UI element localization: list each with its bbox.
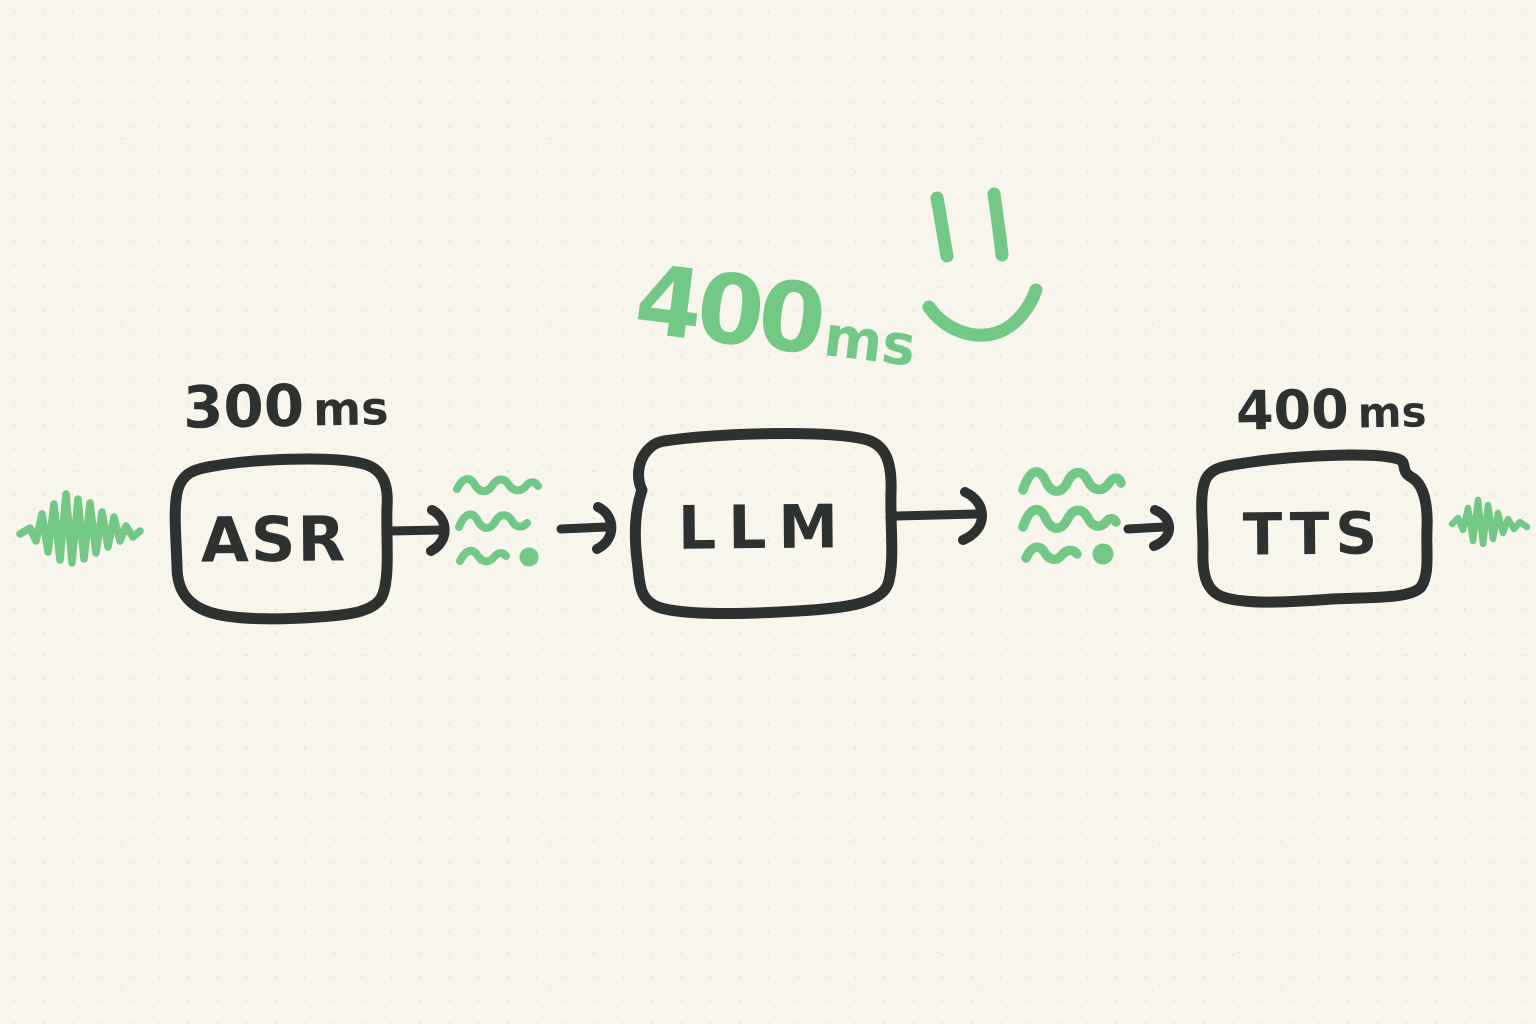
right-arrow-icon — [891, 487, 987, 545]
llm-latency-unit: ms — [820, 304, 920, 380]
right-arrow-icon — [1123, 505, 1175, 551]
asr-box-label: ASR — [200, 502, 348, 577]
tts-latency-value: 400 — [1235, 377, 1350, 443]
asr-latency-unit: ms — [312, 381, 389, 437]
right-arrow-icon — [384, 505, 450, 556]
output-audio-waveform-icon — [1448, 496, 1531, 548]
transcript-squiggle-icon — [1018, 467, 1126, 565]
asr-latency-value: 300 — [182, 371, 305, 442]
asr-latency-label: 300 ms — [182, 371, 389, 442]
llm-latency-value: 400 — [629, 243, 827, 377]
llm-box-label: LLM — [677, 492, 851, 564]
smiley-face-icon — [922, 187, 1043, 342]
input-audio-waveform-icon — [16, 490, 144, 567]
transcript-squiggle-icon — [453, 475, 542, 567]
llm-box — [629, 428, 898, 620]
tts-latency-label: 400 ms — [1235, 377, 1427, 443]
right-arrow-icon — [556, 502, 617, 554]
asr-box — [169, 453, 393, 625]
tts-box — [1196, 449, 1433, 608]
tts-latency-unit: ms — [1357, 387, 1427, 438]
tts-box-label: TTS — [1242, 499, 1384, 569]
